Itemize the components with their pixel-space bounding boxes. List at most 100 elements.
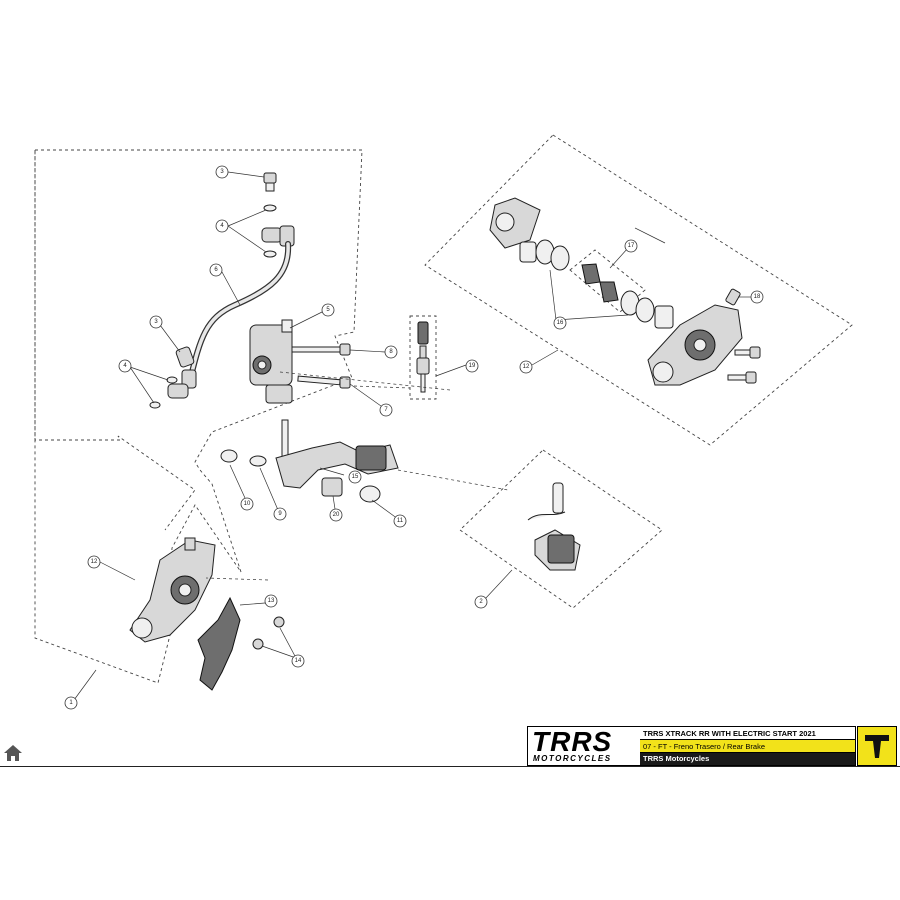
rear-caliper-left — [129, 537, 216, 643]
callout-5[interactable]: 5 — [321, 303, 335, 317]
washer-9 — [249, 455, 267, 467]
svg-text:1: 1 — [69, 700, 73, 706]
hose-crimp-bottom — [181, 369, 197, 389]
caliper-guard — [197, 596, 241, 691]
callout-13[interactable]: 13 — [264, 594, 278, 608]
brake-pad-1 — [581, 263, 601, 285]
logo-wordmark: TRRS — [532, 726, 613, 757]
svg-text:9: 9 — [278, 511, 282, 517]
svg-text:8: 8 — [389, 349, 393, 355]
mount-bolt-6 — [291, 343, 351, 356]
svg-text:12: 12 — [523, 364, 530, 370]
svg-text:17: 17 — [628, 243, 635, 249]
cap-11 — [359, 485, 381, 503]
title-block: TRRS MOTORCYCLES TRRS XTRACK RR WITH ELE… — [527, 726, 856, 766]
piston-right — [654, 305, 674, 329]
callout-17[interactable]: 17 — [624, 239, 638, 253]
callout-6[interactable]: 6 — [209, 263, 223, 277]
caliper-bracket-right — [489, 197, 541, 249]
svg-text:14: 14 — [295, 658, 302, 664]
group-outline-1b — [34, 150, 196, 531]
master-cylinder — [249, 319, 293, 404]
callout-16[interactable]: 16 — [553, 316, 567, 330]
bleeder-valve — [725, 288, 741, 306]
washer-top-1 — [263, 204, 277, 212]
washer-top-2 — [263, 250, 277, 258]
home-button[interactable] — [2, 742, 24, 764]
trrs-shield-icon — [865, 735, 889, 758]
callout-4-bottom[interactable]: 4 — [118, 359, 132, 373]
callout-7[interactable]: 7 — [379, 403, 393, 417]
pedal-spring — [527, 511, 566, 521]
bushing-20 — [321, 477, 343, 497]
svg-text:18: 18 — [754, 294, 761, 300]
callout-18[interactable]: 18 — [750, 290, 764, 304]
group-outline-12 — [424, 134, 853, 446]
callout-11[interactable]: 11 — [393, 514, 407, 528]
svg-text:16: 16 — [557, 320, 564, 326]
svg-text:3: 3 — [154, 319, 158, 325]
piston-left — [519, 241, 537, 263]
callout-1[interactable]: 1 — [64, 696, 78, 710]
guard-screw-1 — [273, 616, 285, 628]
washer-bottom-1 — [166, 376, 178, 384]
pushrod-spring — [416, 321, 430, 393]
rear-caliper-right — [647, 304, 743, 386]
svg-text:4: 4 — [123, 363, 127, 369]
svg-text:7: 7 — [384, 407, 388, 413]
callout-10[interactable]: 10 — [240, 497, 254, 511]
brand-badge — [857, 726, 897, 766]
banjo-fitting-bottom — [167, 383, 189, 399]
callout-14[interactable]: 14 — [291, 654, 305, 668]
seal-right-2 — [635, 297, 655, 323]
callout-15[interactable]: 15 — [348, 470, 362, 484]
svg-text:11: 11 — [397, 518, 404, 524]
banjo-fitting-top — [261, 227, 283, 243]
banjo-bolt-top — [263, 172, 277, 192]
svg-text:6: 6 — [214, 267, 218, 273]
svg-text:2: 2 — [479, 599, 483, 605]
brake-pad-2 — [599, 281, 619, 303]
callout-3-top[interactable]: 3 — [215, 165, 229, 179]
pad-pin — [634, 227, 666, 244]
callout-4-top[interactable]: 4 — [215, 219, 229, 233]
svg-text:19: 19 — [469, 363, 476, 369]
washer-10 — [220, 449, 238, 463]
callout-3-bottom[interactable]: 3 — [149, 315, 163, 329]
svg-text:12: 12 — [91, 559, 98, 565]
home-icon — [4, 745, 22, 761]
caliper-bolt-2 — [727, 371, 757, 384]
pedal-tip — [534, 529, 581, 571]
svg-text:15: 15 — [352, 474, 359, 480]
callout-19[interactable]: 19 — [465, 359, 479, 373]
svg-text:20: 20 — [333, 512, 340, 518]
svg-text:13: 13 — [268, 598, 275, 604]
mount-bolt-7 — [297, 375, 351, 389]
banjo-bolt-bottom — [175, 346, 195, 368]
page-divider — [0, 766, 900, 767]
brand-logo: TRRS MOTORCYCLES — [528, 727, 641, 765]
section-title: 07 - FT - Freno Trasero / Rear Brake — [640, 740, 855, 753]
svg-text:4: 4 — [220, 223, 224, 229]
callout-9[interactable]: 9 — [273, 507, 287, 521]
caliper-bolt-1 — [734, 346, 761, 359]
svg-text:5: 5 — [326, 307, 330, 313]
logo-subtitle: MOTORCYCLES — [533, 754, 612, 763]
pushrod-group — [409, 315, 437, 400]
callout-20[interactable]: 20 — [329, 508, 343, 522]
svg-text:10: 10 — [244, 501, 251, 507]
washer-bottom-2 — [149, 401, 161, 409]
callout-8[interactable]: 8 — [384, 345, 398, 359]
leader-lines — [73, 171, 752, 701]
callout-2[interactable]: 2 — [474, 595, 488, 609]
model-title: TRRS XTRACK RR WITH ELECTRIC START 2021 — [640, 727, 855, 740]
guard-screw-2 — [252, 638, 264, 650]
maker-name: TRRS Motorcycles — [640, 753, 855, 765]
svg-text:3: 3 — [220, 169, 224, 175]
seal-left-2 — [550, 245, 570, 271]
group-outline-2 — [459, 449, 663, 609]
callout-12-right[interactable]: 12 — [519, 360, 533, 374]
callout-12-left[interactable]: 12 — [87, 555, 101, 569]
brake-pedal — [275, 419, 399, 489]
